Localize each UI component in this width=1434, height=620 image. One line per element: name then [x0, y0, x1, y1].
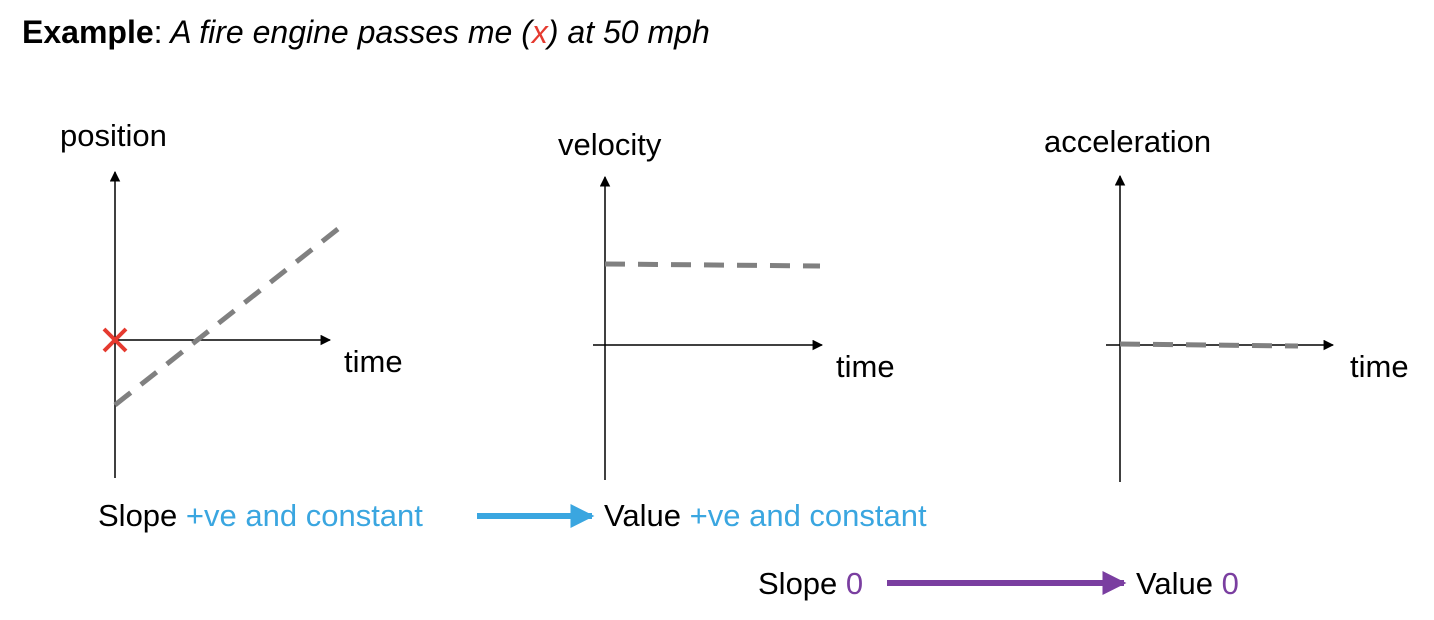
- position-dashed-line: [113, 223, 345, 407]
- position-time-label: time: [344, 344, 403, 379]
- acceleration-graph: acceleration time: [1044, 124, 1409, 482]
- slope-word: Slope: [758, 566, 838, 601]
- value-word: Value: [604, 498, 681, 533]
- slope-value: 0: [845, 566, 864, 601]
- value-value: +ve and constant: [689, 498, 927, 533]
- title-colon: :: [153, 14, 163, 50]
- value-value: 0: [1221, 566, 1239, 601]
- position-axis-label: position: [60, 118, 167, 153]
- title-italic-before: A fire engine passes me (: [162, 14, 532, 50]
- value-word: Value: [1136, 566, 1213, 601]
- acceleration-axis-label: acceleration: [1044, 124, 1211, 159]
- value-caption-row2: Value 0: [1136, 566, 1239, 602]
- acceleration-time-label: time: [1350, 349, 1409, 384]
- slope-word: Slope: [98, 498, 178, 533]
- title-bold: Example: [22, 14, 154, 50]
- position-graph: position time: [60, 118, 403, 478]
- velocity-dashed-line: [604, 261, 821, 269]
- title-marker: x: [531, 14, 548, 50]
- slope-caption-row2: Slope 0: [758, 566, 863, 602]
- velocity-time-label: time: [836, 349, 895, 384]
- example-title: Example: A fire engine passes me (x) at …: [22, 14, 710, 51]
- me-marker-icon: [102, 327, 128, 353]
- velocity-axis-label: velocity: [558, 127, 662, 162]
- slope-value: +ve and constant: [185, 498, 423, 533]
- title-italic-after: ) at 50 mph: [547, 14, 710, 50]
- slope-caption-row1: Slope +ve and constant: [98, 498, 423, 534]
- velocity-graph: velocity time: [558, 127, 895, 480]
- acceleration-dashed-line: [1119, 341, 1299, 349]
- value-caption-row1: Value +ve and constant: [604, 498, 927, 534]
